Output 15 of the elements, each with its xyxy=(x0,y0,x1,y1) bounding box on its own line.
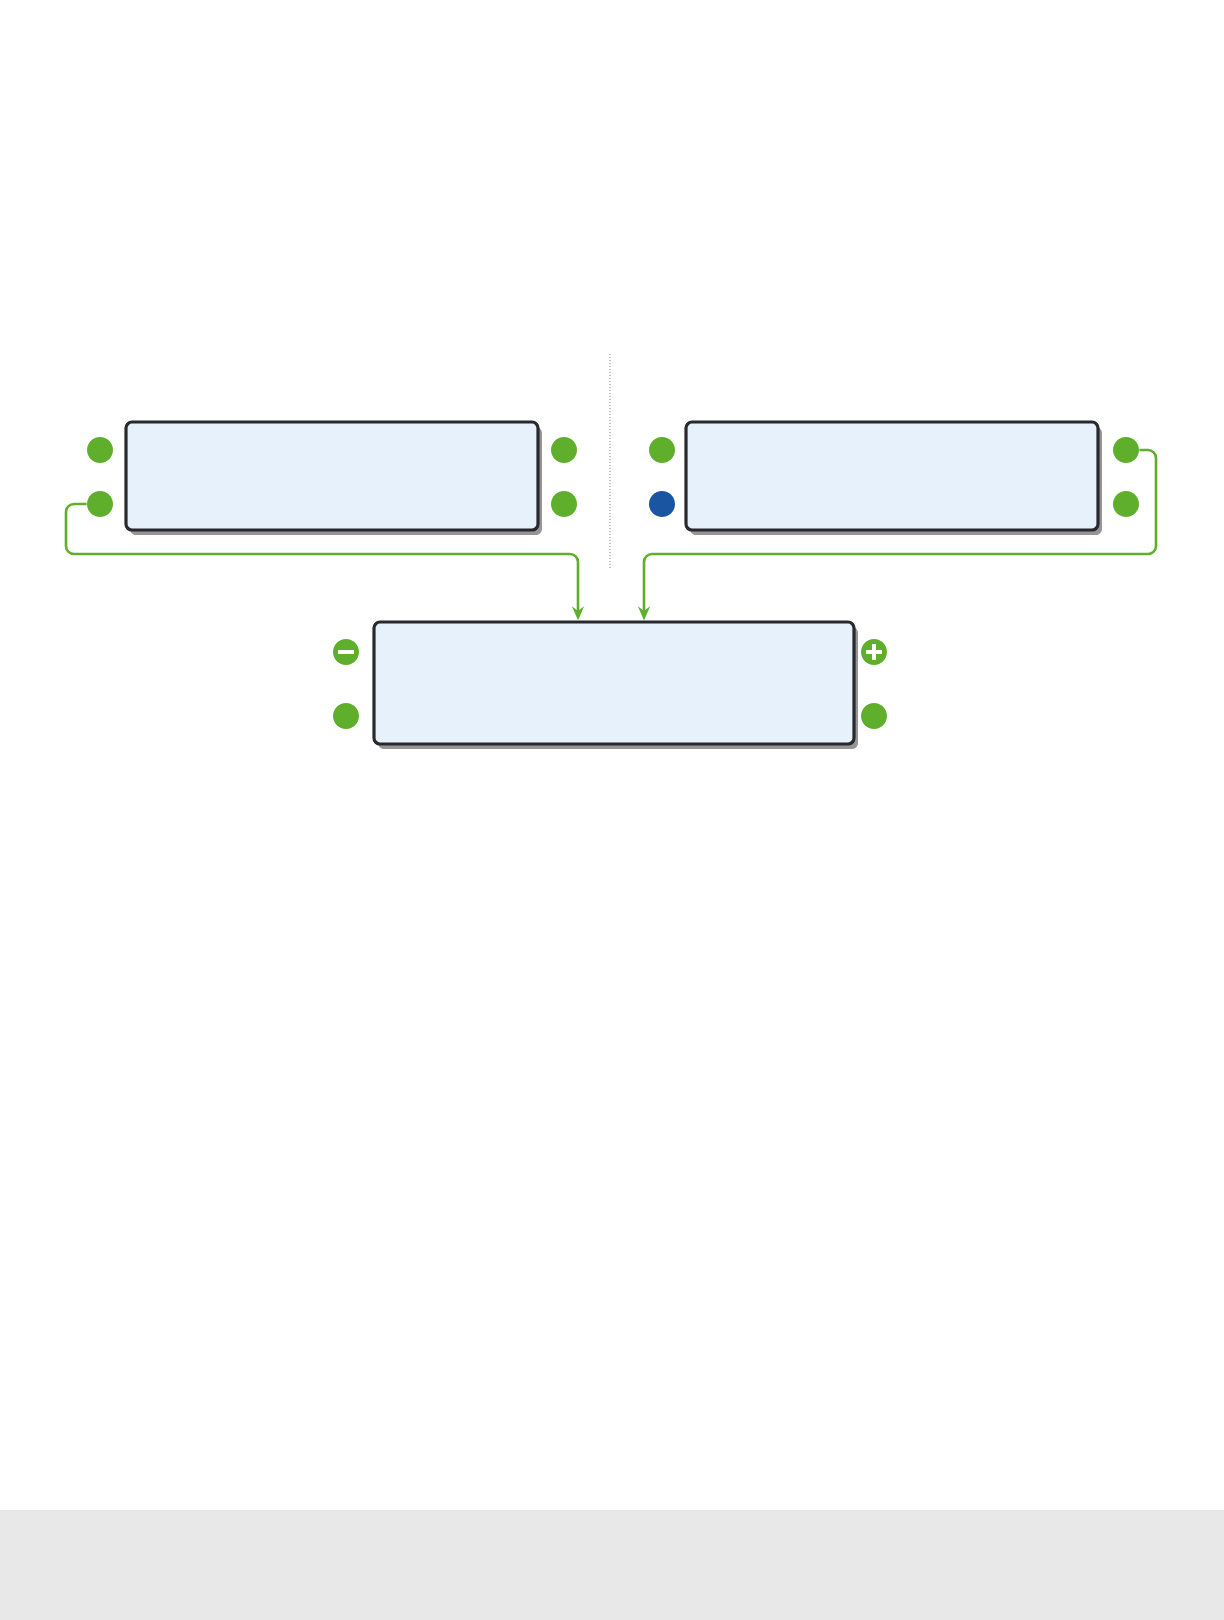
terminal-dot xyxy=(87,437,113,463)
panel-box xyxy=(372,620,856,746)
minus-terminal-icon xyxy=(333,639,359,665)
terminal-dot xyxy=(87,491,113,517)
terminal-dot xyxy=(333,703,359,729)
terminal-dot xyxy=(1113,437,1139,463)
terminal-dot xyxy=(551,491,577,517)
terminal-dot xyxy=(861,703,887,729)
terminal-dot xyxy=(649,491,675,517)
panel-box xyxy=(684,420,1100,532)
terminal-dot xyxy=(551,437,577,463)
terminal-dot xyxy=(649,437,675,463)
panel-box xyxy=(124,420,540,532)
terminal-dot xyxy=(1113,491,1139,517)
plus-terminal-icon xyxy=(861,639,887,665)
